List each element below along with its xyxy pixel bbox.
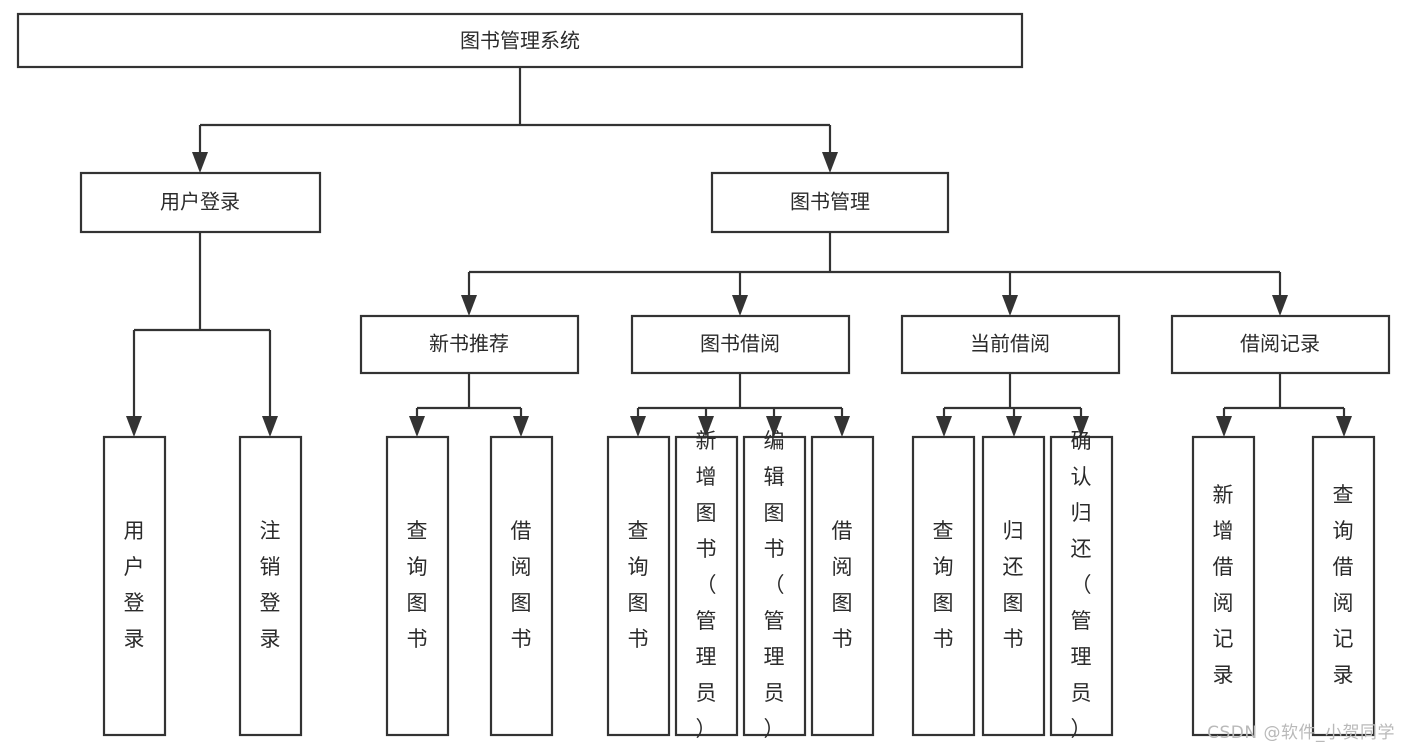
leaf-current-borrow-1-box[interactable] xyxy=(911,435,976,737)
node-current-borrow[interactable]: 当前借阅 xyxy=(900,314,1121,375)
leaf-current-borrow-3-box[interactable] xyxy=(1049,435,1114,737)
arrowhead-current-borrow xyxy=(1002,295,1018,316)
leaf-user-login-1-box[interactable] xyxy=(102,435,167,737)
leaf-current-borrow-2[interactable]: 归还图书 xyxy=(981,435,1046,737)
arrowhead-bb-leaf-2 xyxy=(698,416,714,437)
leaf-book-borrow-3-label: 编辑图书（管理员） xyxy=(764,429,785,741)
leaf-book-borrow-1-label: 查询图书 xyxy=(628,519,649,651)
leaf-current-borrow-1-label: 查询图书 xyxy=(933,519,954,651)
leaf-borrow-record-2-label: 查询借阅记录 xyxy=(1333,483,1354,687)
leaf-user-login-2[interactable]: 注销登录 xyxy=(238,435,303,737)
leaf-current-borrow-2-box[interactable] xyxy=(981,435,1046,737)
leaf-book-borrow-4-label: 借阅图书 xyxy=(832,519,853,651)
leaf-book-borrow-2-box[interactable] xyxy=(674,435,739,737)
leaf-borrow-record-1[interactable]: 新增借阅记录 xyxy=(1191,435,1256,737)
node-user-login[interactable]: 用户登录 xyxy=(79,171,322,234)
arrowhead-br-leaf-1 xyxy=(1216,416,1232,437)
leaf-current-borrow-2-label: 归还图书 xyxy=(1003,519,1024,651)
node-new-book-recommend-label: 新书推荐 xyxy=(429,332,509,356)
node-user-login-label: 用户登录 xyxy=(160,190,240,214)
arrowhead-cb-leaf-2 xyxy=(1006,416,1022,437)
leaf-borrow-record-2-box[interactable] xyxy=(1311,435,1376,737)
arrowhead-bb-leaf-1 xyxy=(630,416,646,437)
leaf-new-book-recommend-1[interactable]: 查询图书 xyxy=(385,435,450,737)
node-borrow-record[interactable]: 借阅记录 xyxy=(1170,314,1391,375)
node-current-borrow-box[interactable] xyxy=(900,314,1121,375)
arrowhead-book-manage xyxy=(822,152,838,173)
leaf-new-book-recommend-2-label: 借阅图书 xyxy=(511,519,532,651)
leaf-new-book-recommend-2-box[interactable] xyxy=(489,435,554,737)
leaf-book-borrow-1-box[interactable] xyxy=(606,435,671,737)
leaf-user-login-2-box[interactable] xyxy=(238,435,303,737)
arrowhead-bb-leaf-4 xyxy=(834,416,850,437)
node-borrow-record-box[interactable] xyxy=(1170,314,1391,375)
node-book-borrow-label: 图书借阅 xyxy=(700,332,780,356)
node-user-login-box[interactable] xyxy=(79,171,322,234)
arrowhead-user-login-leaf-1 xyxy=(126,416,142,437)
leaf-borrow-record-1-label: 新增借阅记录 xyxy=(1213,483,1234,687)
leaf-user-login-1[interactable]: 用户登录 xyxy=(102,435,167,737)
leaf-user-login-1-label: 用户登录 xyxy=(124,519,145,651)
node-book-borrow-box[interactable] xyxy=(630,314,851,375)
arrowhead-bb-leaf-3 xyxy=(766,416,782,437)
leaf-new-book-recommend-1-box[interactable] xyxy=(385,435,450,737)
leaf-book-borrow-2-label: 新增图书（管理员） xyxy=(696,429,717,741)
arrowhead-borrow-record xyxy=(1272,295,1288,316)
node-new-book-recommend[interactable]: 新书推荐 xyxy=(359,314,580,375)
node-root-label: 图书管理系统 xyxy=(460,29,580,53)
node-borrow-record-label: 借阅记录 xyxy=(1240,332,1320,356)
node-book-manage[interactable]: 图书管理 xyxy=(710,171,950,234)
leaf-borrow-record-1-box[interactable] xyxy=(1191,435,1256,737)
leaf-borrow-record-2[interactable]: 查询借阅记录 xyxy=(1311,435,1376,737)
arrowhead-nbr-leaf-1 xyxy=(409,416,425,437)
leaf-book-borrow-3-box[interactable] xyxy=(742,435,807,737)
arrowhead-book-borrow xyxy=(732,295,748,316)
arrowhead-user-login xyxy=(192,152,208,173)
arrowhead-nbr-leaf-2 xyxy=(513,416,529,437)
arrowhead-cb-leaf-1 xyxy=(936,416,952,437)
node-book-borrow[interactable]: 图书借阅 xyxy=(630,314,851,375)
node-root-box[interactable] xyxy=(16,12,1024,69)
leaf-book-borrow-4[interactable]: 借阅图书 xyxy=(810,435,875,737)
node-book-manage-label: 图书管理 xyxy=(790,190,870,214)
leaf-user-login-2-label: 注销登录 xyxy=(260,519,281,651)
node-book-manage-box[interactable] xyxy=(710,171,950,234)
node-current-borrow-label: 当前借阅 xyxy=(970,332,1050,356)
arrowhead-user-login-leaf-2 xyxy=(262,416,278,437)
arrowhead-br-leaf-2 xyxy=(1336,416,1352,437)
leaf-book-borrow-2[interactable]: 新增图书（管理员） xyxy=(674,429,739,741)
arrowhead-new-book-recommend xyxy=(461,295,477,316)
connector-group xyxy=(126,67,1352,437)
leaf-current-borrow-3-label: 确认归还（管理员） xyxy=(1071,429,1092,741)
node-new-book-recommend-box[interactable] xyxy=(359,314,580,375)
leaf-book-borrow-3[interactable]: 编辑图书（管理员） xyxy=(742,429,807,741)
node-root-system[interactable]: 图书管理系统 xyxy=(16,12,1024,69)
leaf-current-borrow-1[interactable]: 查询图书 xyxy=(911,435,976,737)
leaf-book-borrow-4-box[interactable] xyxy=(810,435,875,737)
leaf-current-borrow-3[interactable]: 确认归还（管理员） xyxy=(1049,429,1114,741)
leaf-new-book-recommend-2[interactable]: 借阅图书 xyxy=(489,435,554,737)
arrowhead-cb-leaf-3 xyxy=(1073,416,1089,437)
leaf-book-borrow-1[interactable]: 查询图书 xyxy=(606,435,671,737)
leaf-new-book-recommend-1-label: 查询图书 xyxy=(407,519,428,651)
